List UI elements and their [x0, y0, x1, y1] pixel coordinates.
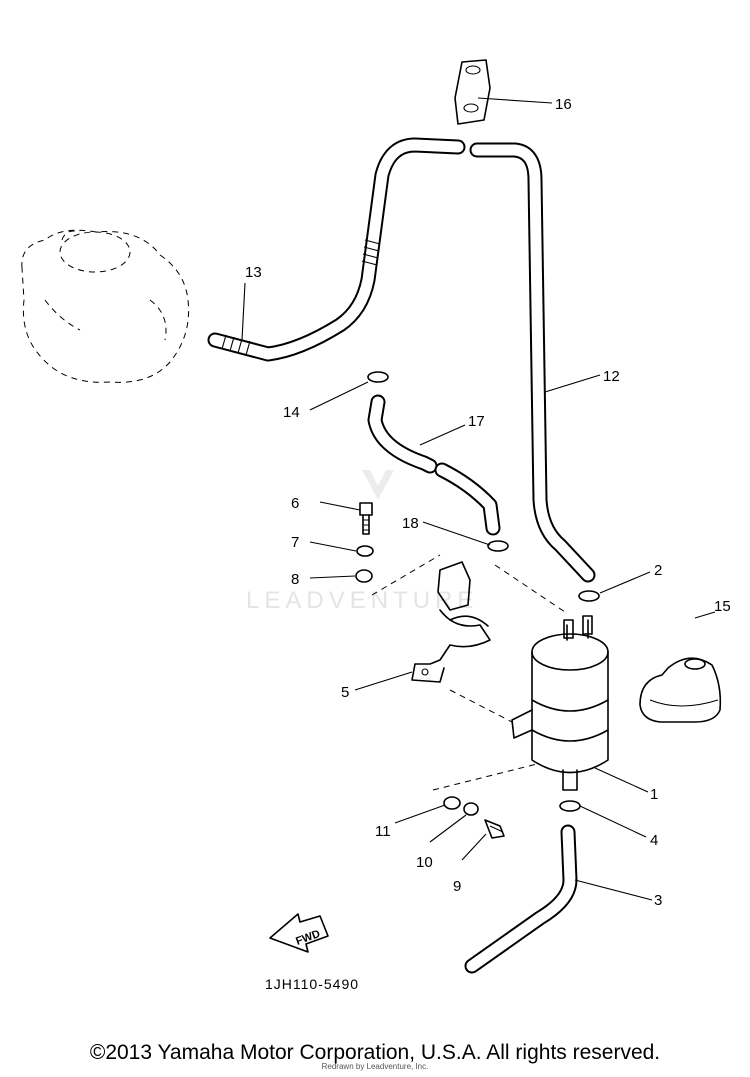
fasteners-9-10-11	[443, 796, 505, 839]
callout-9: 9	[453, 878, 461, 895]
fuel-filter-1	[511, 615, 609, 791]
callout-18: 18	[402, 515, 419, 532]
carburetor-outline	[21, 229, 190, 383]
callout-6: 6	[291, 495, 299, 512]
assembly-lines	[371, 554, 566, 791]
callout-16: 16	[555, 96, 572, 113]
callout-12: 12	[603, 368, 620, 385]
fwd-arrow: FWD	[269, 913, 329, 953]
watermark: LEADVENTURE	[246, 470, 478, 614]
callouts: 1 2 3 4 5 6 7 8 9 10 11 12 13 14 15 16 1…	[245, 96, 731, 909]
redrawn-note: Redrawn by Leadventure, Inc.	[321, 1062, 429, 1071]
callout-15: 15	[714, 598, 731, 615]
callout-11: 11	[375, 823, 391, 840]
callout-2: 2	[654, 562, 662, 579]
watermark-text: LEADVENTURE	[246, 587, 478, 614]
vent-hose-13	[207, 137, 466, 362]
callout-3: 3	[654, 892, 662, 909]
callout-13: 13	[245, 264, 262, 281]
copyright-notice: ©2013 Yamaha Motor Corporation, U.S.A. A…	[89, 1041, 661, 1064]
drawing-code: 1JH110-5490	[265, 976, 359, 992]
callout-14: 14	[283, 404, 300, 421]
callout-8: 8	[291, 571, 299, 588]
callout-4: 4	[650, 832, 658, 849]
fuel-hose-17	[367, 394, 501, 536]
callout-17: 17	[468, 413, 485, 430]
bracket-5	[411, 561, 491, 683]
fasteners-6-7-8	[355, 502, 374, 583]
callout-5: 5	[341, 684, 349, 701]
bracket-16	[454, 59, 491, 125]
callout-10: 10	[416, 854, 433, 871]
callout-1: 1	[650, 786, 658, 803]
cover-15	[639, 657, 722, 723]
callout-7: 7	[291, 534, 299, 551]
fuel-hose-3	[464, 824, 578, 974]
leader-lines	[241, 97, 716, 901]
fuel-hose-12	[469, 142, 596, 583]
fwd-label: FWD	[294, 928, 322, 948]
